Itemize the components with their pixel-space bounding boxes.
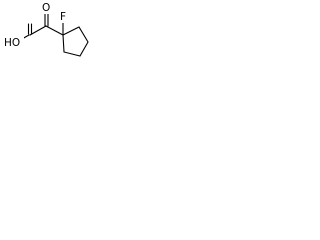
ketone-oxygen-label: O xyxy=(42,2,50,14)
fluorine-label-background xyxy=(58,10,70,23)
bond-ketone-ring xyxy=(45,25,64,36)
hydroxyl-label-background xyxy=(3,36,24,49)
bond-carboxyl-ketone xyxy=(29,25,47,36)
hydroxyl-label: HO xyxy=(4,37,20,49)
chemical-structure-diagram: O HO F xyxy=(3,1,89,57)
fluorine-label: F xyxy=(60,11,66,23)
cyclopentane-ring xyxy=(62,26,89,57)
oxygen-label-background xyxy=(39,1,54,14)
